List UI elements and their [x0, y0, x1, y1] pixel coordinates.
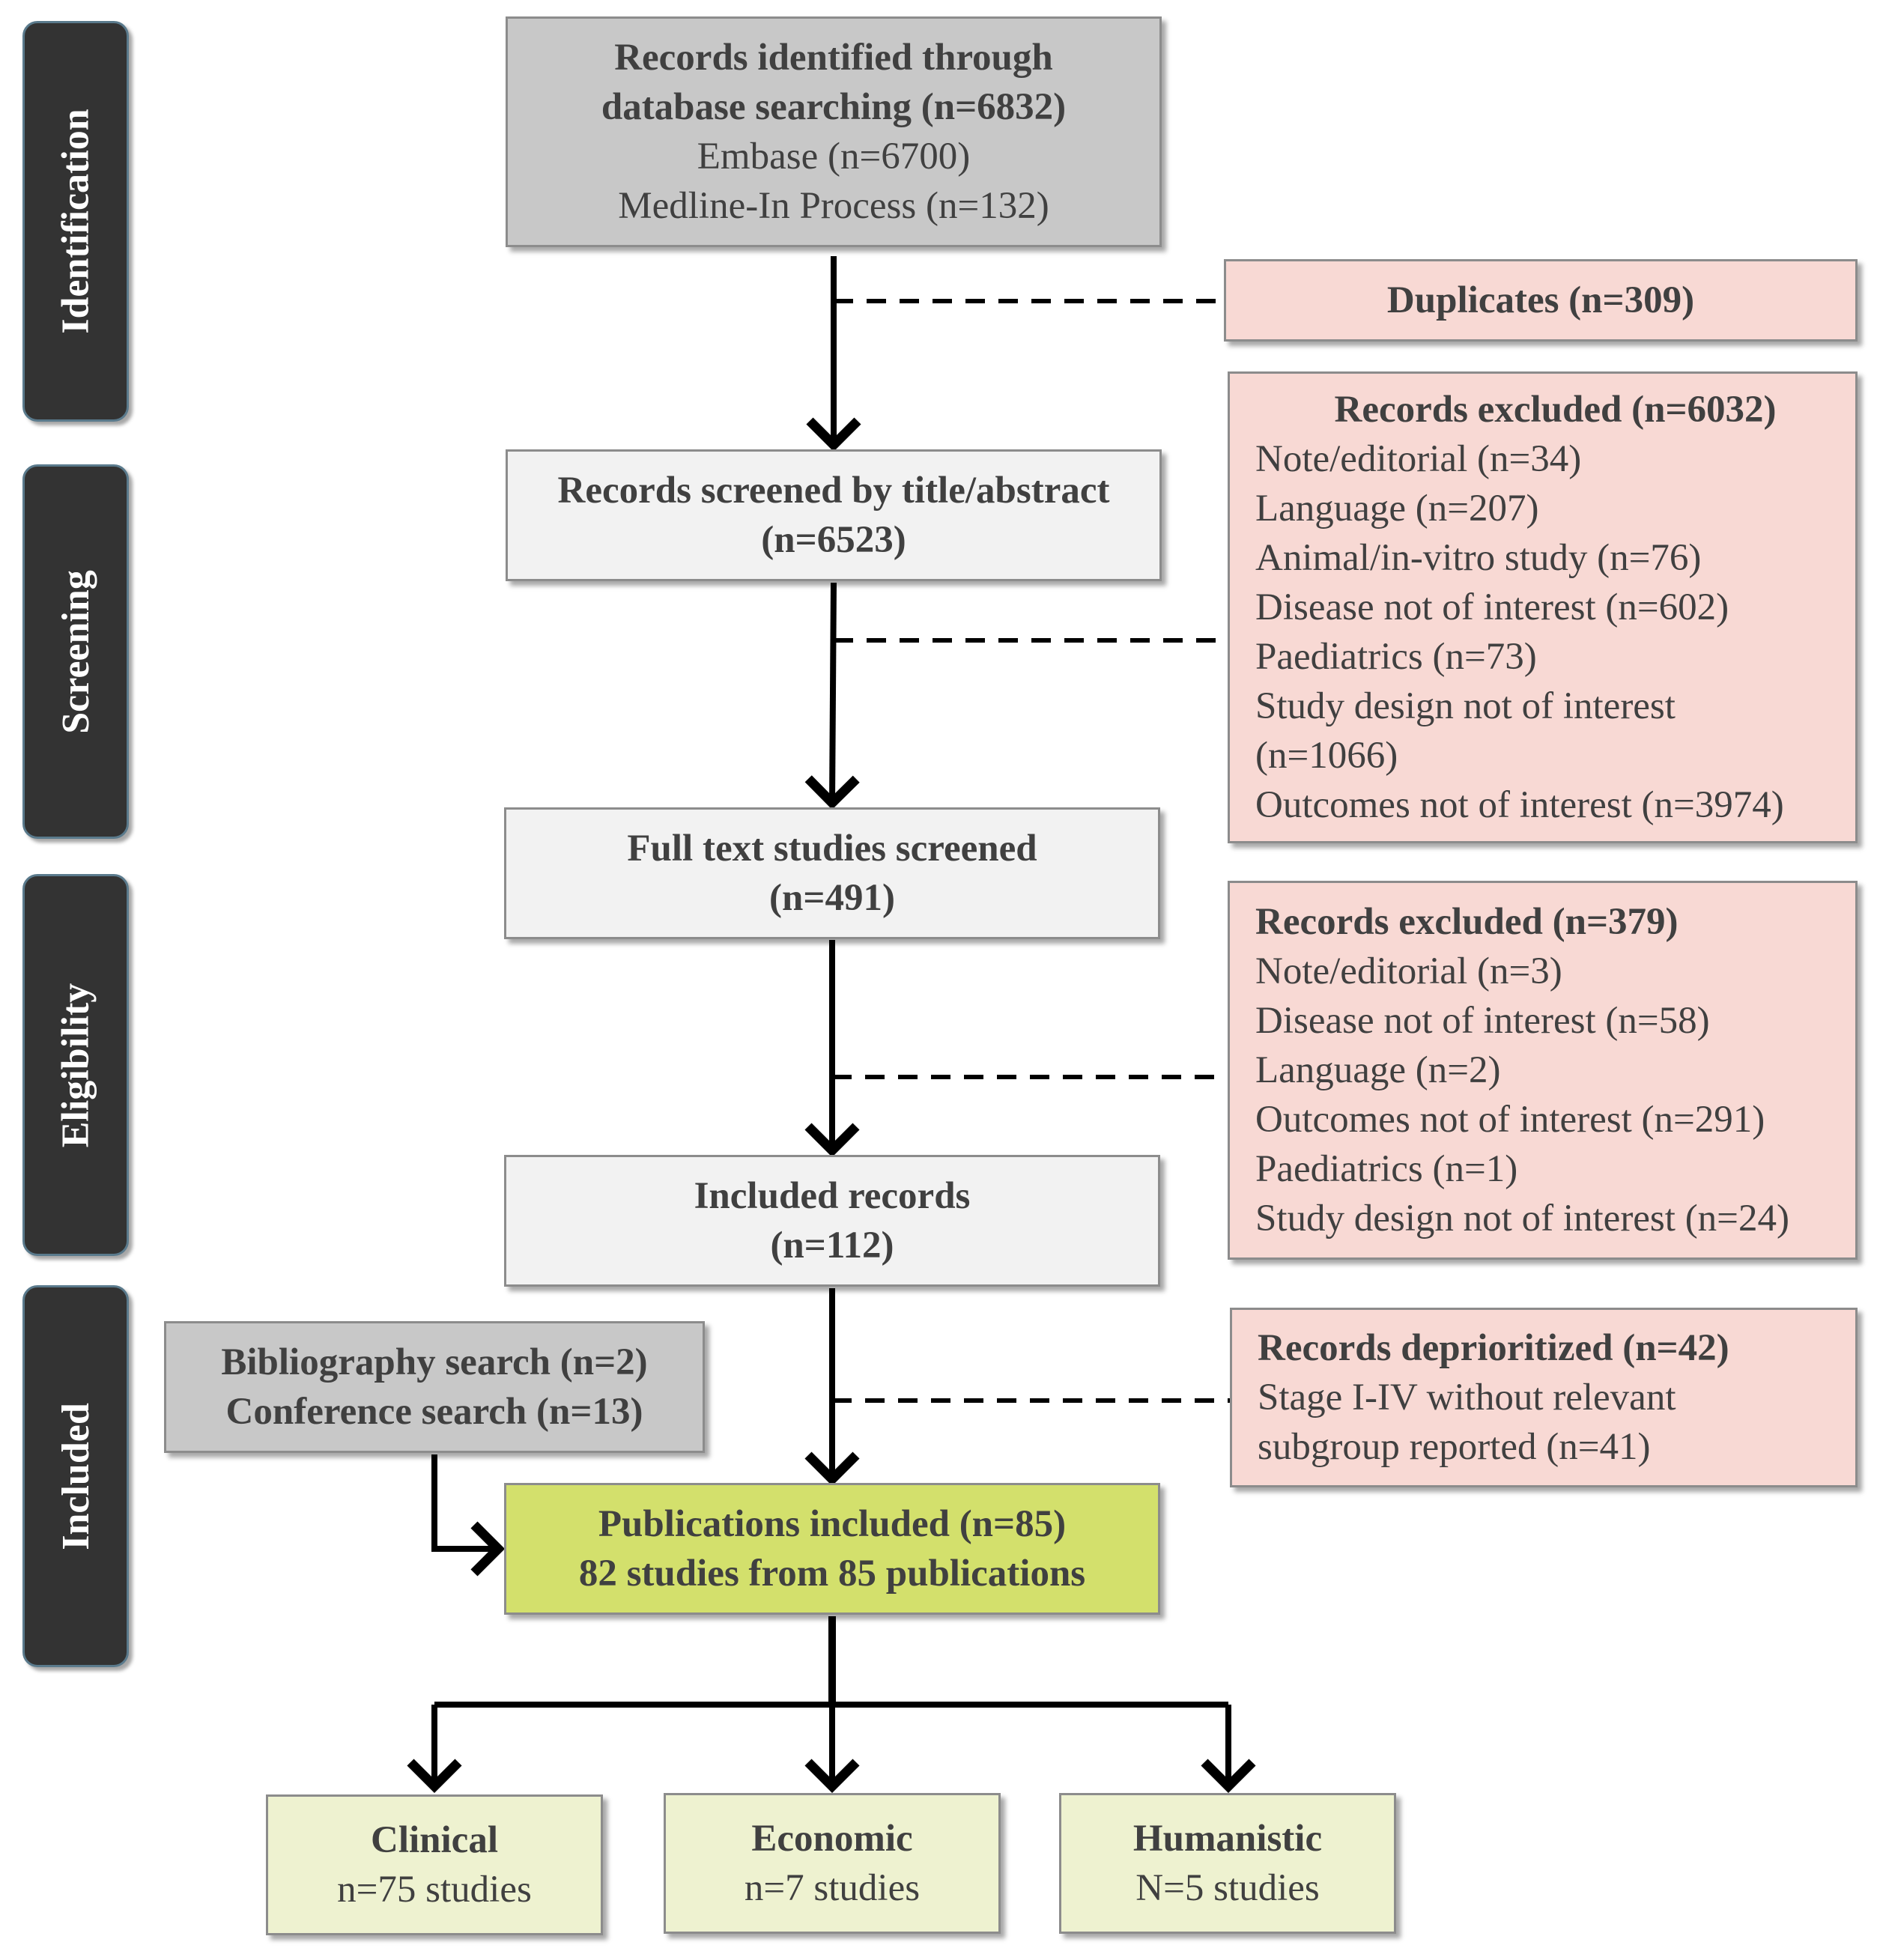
included-records-box: Included records (n=112): [504, 1155, 1160, 1287]
deprioritized-box: Records deprioritized (n=42) Stage I-IV …: [1230, 1308, 1858, 1487]
phase-identification: Identification: [22, 21, 129, 422]
outcome-clinical-box: Clinical n=75 studies: [266, 1794, 603, 1935]
outcome-humanistic-box: Humanistic N=5 studies: [1059, 1793, 1396, 1934]
duplicates-box: Duplicates (n=309): [1224, 259, 1858, 342]
excluded-screening-box: Records excluded (n=6032) Note/editorial…: [1228, 371, 1858, 843]
phase-included: Included: [22, 1285, 129, 1667]
publications-included-box: Publications included (n=85) 82 studies …: [504, 1483, 1160, 1615]
excluded-eligibility-box: Records excluded (n=379) Note/editorial …: [1228, 881, 1858, 1260]
arrow-other-sources-to-publications: [431, 1454, 506, 1577]
phase-screening: Screening: [22, 464, 129, 839]
outcome-economic-box: Economic n=7 studies: [664, 1793, 1001, 1934]
fulltext-screened-box: Full text studies screened (n=491): [504, 807, 1160, 939]
phase-eligibility: Eligibility: [22, 874, 129, 1256]
records-screened-box: Records screened by title/abstract (n=65…: [506, 449, 1162, 581]
arrow-screened-to-fulltext: [804, 582, 860, 810]
other-sources-box: Bibliography search (n=2) Conference sea…: [164, 1321, 705, 1453]
records-identified-box: Records identified through database sear…: [506, 16, 1162, 247]
